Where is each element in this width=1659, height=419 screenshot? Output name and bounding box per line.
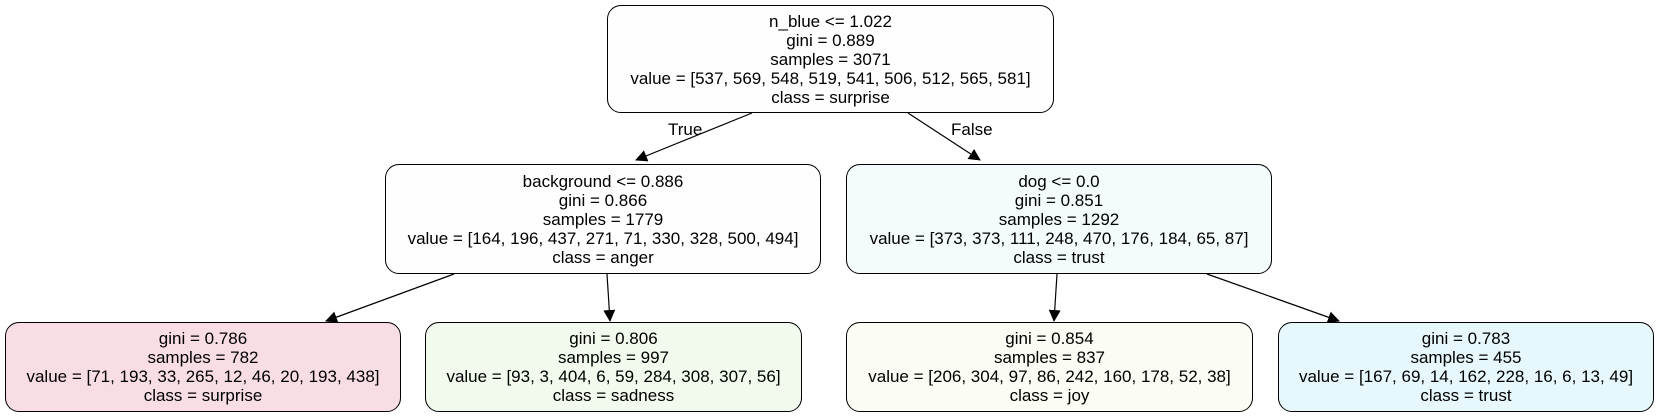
node-class: class = anger <box>552 247 654 267</box>
node-split: n_blue <= 1.022 <box>769 11 892 31</box>
node-split: dog <= 0.0 <box>1018 171 1100 191</box>
node-gini: gini = 0.786 <box>158 329 248 348</box>
node-gini: gini = 0.851 <box>1014 190 1104 210</box>
node-gini: gini = 0.783 <box>1421 329 1511 348</box>
node-value: value = [93, 3, 404, 6, 59, 284, 308, 30… <box>446 367 781 386</box>
edge-root-left <box>635 112 753 162</box>
node-value: value = [537, 569, 548, 519, 541, 506, 5… <box>630 68 1031 88</box>
node-samples: samples = 837 <box>993 348 1106 367</box>
node-gini: gini = 0.866 <box>558 190 648 210</box>
node-class: class = surprise <box>143 386 263 405</box>
node-samples: samples = 1292 <box>998 209 1120 229</box>
node-value: value = [71, 193, 33, 265, 12, 46, 20, 1… <box>26 367 380 386</box>
edge-label-false: False <box>951 120 993 139</box>
edge-root-right <box>907 112 981 161</box>
tree-leaf-1: gini = 0.786 samples = 782 value = [71, … <box>5 322 401 412</box>
node-class: class = surprise <box>771 87 890 107</box>
edge-left-leaf1 <box>325 273 455 323</box>
node-class: class = trust <box>1013 247 1105 267</box>
node-samples: samples = 997 <box>557 348 670 367</box>
edge-right-leaf4 <box>1206 273 1340 323</box>
tree-node-left: background <= 0.886 gini = 0.866 samples… <box>385 164 821 274</box>
node-value: value = [167, 69, 14, 162, 228, 16, 6, 1… <box>1298 367 1634 386</box>
node-class: class = sadness <box>552 386 675 405</box>
node-value: value = [206, 304, 97, 86, 242, 160, 178… <box>868 367 1231 386</box>
edge-label-true: True <box>668 120 703 139</box>
node-samples: samples = 455 <box>1410 348 1522 367</box>
node-samples: samples = 3071 <box>770 49 891 69</box>
tree-leaf-3: gini = 0.854 samples = 837 value = [206,… <box>846 322 1253 412</box>
node-class: class = joy <box>1009 386 1090 405</box>
tree-leaf-2: gini = 0.806 samples = 997 value = [93, … <box>425 322 802 412</box>
tree-node-root: n_blue <= 1.022 gini = 0.889 samples = 3… <box>607 5 1054 113</box>
node-gini: gini = 0.806 <box>569 329 658 348</box>
node-class: class = trust <box>1420 386 1512 405</box>
edge-left-leaf2 <box>603 273 616 322</box>
node-value: value = [164, 196, 437, 271, 71, 330, 32… <box>407 228 799 248</box>
node-samples: samples = 782 <box>147 348 259 367</box>
node-samples: samples = 1779 <box>542 209 664 229</box>
node-value: value = [373, 373, 111, 248, 470, 176, 1… <box>869 228 1249 248</box>
node-split: background <= 0.886 <box>522 171 684 191</box>
node-gini: gini = 0.889 <box>786 30 875 50</box>
edge-right-leaf3 <box>1048 273 1061 322</box>
tree-leaf-4: gini = 0.783 samples = 455 value = [167,… <box>1278 322 1654 412</box>
tree-node-right: dog <= 0.0 gini = 0.851 samples = 1292 v… <box>846 164 1272 274</box>
node-gini: gini = 0.854 <box>1005 329 1094 348</box>
